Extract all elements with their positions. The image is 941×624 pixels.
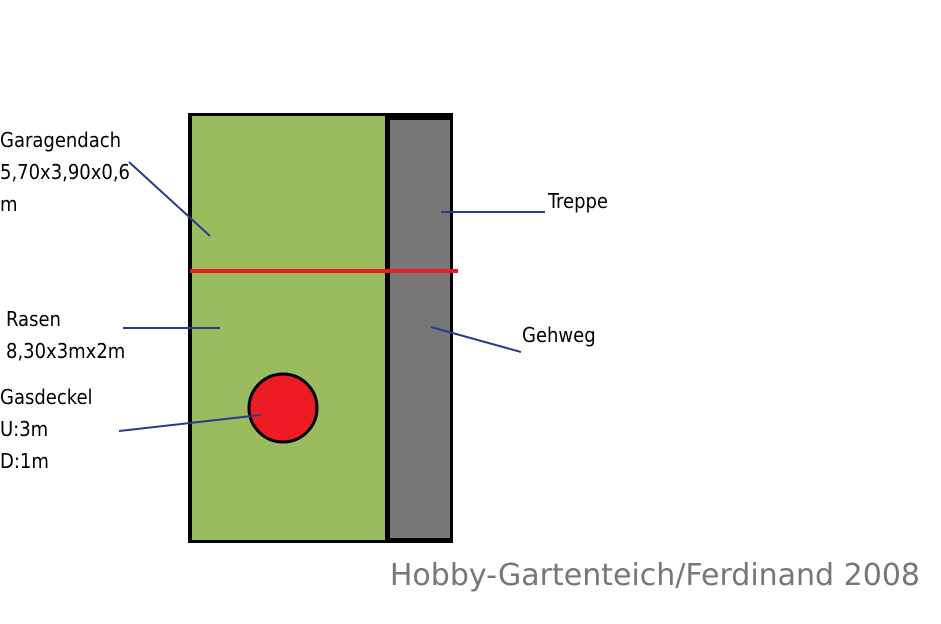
label-rasen-line1: Rasen [6, 307, 61, 331]
label-garagendach-line2: 5,70x3,90x0,6 [0, 160, 130, 184]
gas-cover-circle [247, 372, 319, 444]
watermark-text: Hobby-Gartenteich/Ferdinand 2008 [390, 558, 920, 593]
label-treppe: Treppe [547, 189, 608, 213]
leader-line-garagendach [128, 161, 211, 237]
label-gehweg: Gehweg [522, 323, 596, 347]
label-gasdeckel-line3: D:1m [0, 449, 49, 473]
label-garagendach-line1: Garagendach [0, 128, 121, 152]
leader-line-gehweg [430, 326, 522, 353]
label-gasdeckel-line2: U:3m [0, 417, 48, 441]
label-garagendach-line3: m [0, 192, 18, 216]
label-gasdeckel-line1: Gasdeckel [0, 385, 93, 409]
label-rasen-line2: 8,30x3mx2m [6, 339, 125, 363]
lawn-area [192, 116, 385, 540]
leader-line-gasdeckel [118, 414, 262, 432]
